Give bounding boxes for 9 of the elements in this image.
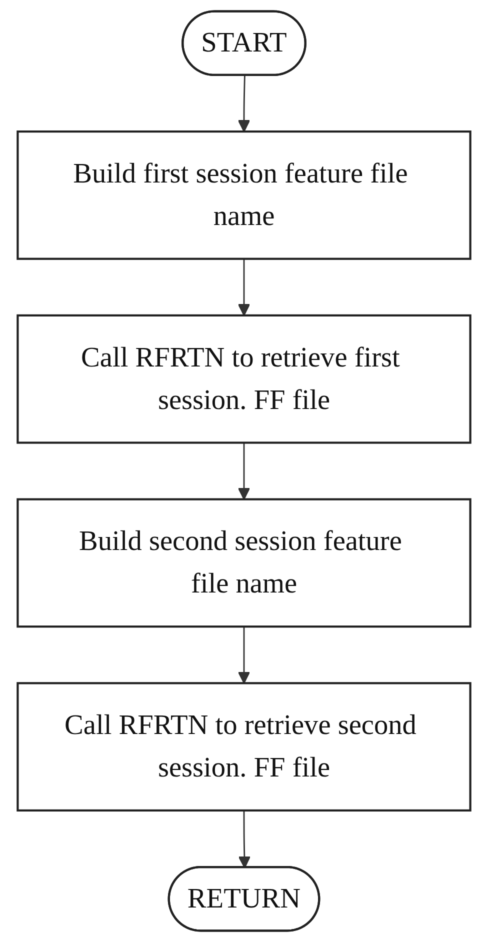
arrow — [238, 76, 250, 132]
node-box: Build first session feature file name — [16, 130, 472, 260]
node-box: Call RFRTN to retrieve second session. FF file — [16, 682, 472, 812]
arrow — [238, 442, 250, 500]
arrow — [238, 810, 251, 868]
arrow — [238, 258, 250, 316]
arrow — [238, 626, 250, 684]
node-box: Build second session feature file name — [16, 498, 472, 628]
node-box: Call RFRTN to retrieve first session. FF file — [16, 314, 472, 444]
